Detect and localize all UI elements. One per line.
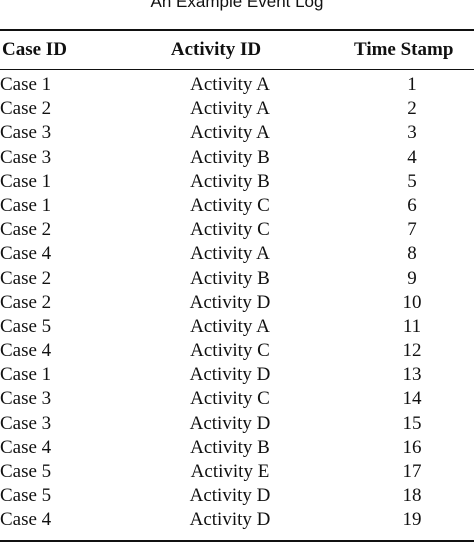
cell-case-id: Case 5: [0, 461, 52, 482]
header-time-stamp: Time Stamp: [354, 39, 454, 60]
cell-activity-id: Activity A: [190, 243, 270, 265]
table-row: Case 4 Activity B 16: [0, 436, 474, 460]
cell-case-id: Case 4: [0, 509, 52, 531]
table-row: Case 1 Activity D 13: [0, 363, 474, 387]
cell-activity-id: Activity C: [190, 340, 270, 362]
cell-case-id: Case 2: [0, 98, 52, 120]
cell-activity-id: Activity C: [190, 219, 270, 241]
cell-time-stamp: 16: [402, 436, 422, 458]
cell-case-id: Case 3: [0, 412, 52, 434]
top-rule: [0, 29, 474, 31]
cell-time-stamp: 5: [407, 170, 417, 192]
table-row: Case 4 Activity D 19: [0, 508, 474, 532]
cell-case-id: Case 1: [0, 170, 52, 192]
cell-activity-id: Activity D: [189, 364, 271, 386]
cell-case-id: Case 2: [0, 219, 52, 241]
cell-case-id: Case 3: [0, 146, 52, 168]
cell-time-stamp: 18: [402, 485, 422, 507]
cell-time-stamp: 9: [407, 267, 417, 289]
table-row: Case 3 Activity D 15: [0, 412, 474, 436]
cell-time-stamp: 10: [402, 291, 422, 313]
cell-activity-id: Activity B: [190, 170, 270, 192]
cell-activity-id: Activity B: [190, 267, 270, 289]
cell-activity-id: Activity D: [189, 509, 271, 531]
cell-case-id: Case 1: [0, 74, 52, 95]
table-row: Case 2 Activity A 2: [0, 97, 474, 121]
cell-case-id: Case 3: [0, 122, 52, 144]
cell-time-stamp: 6: [407, 194, 417, 216]
table-row: Case 2 Activity C 7: [0, 218, 474, 242]
cell-activity-id: Activity A: [190, 122, 270, 144]
cell-case-id: Case 1: [0, 194, 52, 216]
cell-time-stamp: 14: [402, 388, 422, 410]
cell-activity-id: Activity C: [190, 194, 270, 216]
bottom-rule: [0, 540, 474, 542]
table-row: Case 4 Activity A 8: [0, 242, 474, 266]
cell-case-id: Case 5: [0, 485, 52, 507]
cell-time-stamp: 13: [402, 364, 422, 386]
header-activity-id: Activity ID: [170, 39, 262, 60]
table-row: Case 3 Activity A 3: [0, 121, 474, 145]
cell-time-stamp: 11: [402, 315, 422, 337]
cell-activity-id: Activity D: [189, 412, 271, 434]
cell-time-stamp: 7: [407, 219, 417, 241]
cell-time-stamp: 19: [402, 509, 422, 531]
header-rule: [0, 69, 474, 70]
table-row: Case 1 Activity C 6: [0, 194, 474, 218]
cell-case-id: Case 5: [0, 315, 52, 337]
cell-activity-id: Activity E: [190, 461, 270, 482]
table-caption: An Example Event Log: [150, 0, 324, 11]
table-row: Case 5 Activity E 17: [0, 460, 474, 484]
cell-time-stamp: 1: [407, 74, 417, 95]
cell-activity-id: Activity C: [190, 388, 270, 410]
table-row: Case 2 Activity B 9: [0, 267, 474, 291]
cell-time-stamp: 17: [402, 461, 422, 482]
cell-case-id: Case 2: [0, 291, 52, 313]
table-row: Case 3 Activity B 4: [0, 146, 474, 170]
header-case-id: Case ID: [2, 39, 67, 60]
cell-case-id: Case 4: [0, 340, 52, 362]
table-row: Case 4 Activity C 12: [0, 339, 474, 363]
cell-case-id: Case 3: [0, 388, 52, 410]
cell-case-id: Case 2: [0, 267, 52, 289]
cell-activity-id: Activity B: [190, 436, 270, 458]
cell-activity-id: Activity A: [190, 98, 270, 120]
cell-time-stamp: 3: [407, 122, 417, 144]
table-row: Case 2 Activity D 10: [0, 291, 474, 315]
cell-activity-id: Activity D: [189, 485, 271, 507]
table-row: Case 3 Activity C 14: [0, 387, 474, 411]
cell-activity-id: Activity A: [190, 74, 270, 95]
table-row: Case 1 Activity B 5: [0, 170, 474, 194]
cell-time-stamp: 2: [407, 98, 417, 120]
table-row: Case 5 Activity D 18: [0, 484, 474, 508]
table-row: Case 5 Activity A 11: [0, 315, 474, 339]
cell-activity-id: Activity B: [190, 146, 270, 168]
cell-time-stamp: 4: [407, 146, 417, 168]
table-row: Case 1 Activity A 1: [0, 73, 474, 97]
cell-time-stamp: 15: [402, 412, 422, 434]
cell-time-stamp: 12: [402, 340, 422, 362]
cell-case-id: Case 1: [0, 364, 52, 386]
cell-case-id: Case 4: [0, 436, 52, 458]
cell-activity-id: Activity A: [190, 315, 270, 337]
cell-activity-id: Activity D: [189, 291, 271, 313]
cell-time-stamp: 8: [407, 243, 417, 265]
cell-case-id: Case 4: [0, 243, 52, 265]
